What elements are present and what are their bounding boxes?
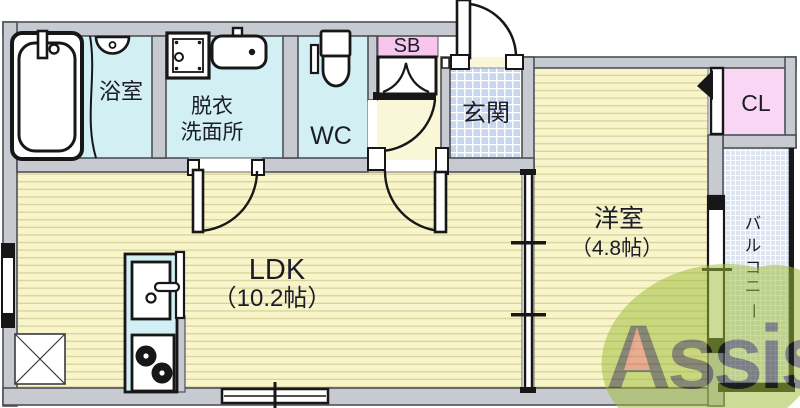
kitchen-sink-icon	[130, 260, 181, 321]
sliding-window-icon	[1, 256, 15, 315]
bathtub-icon	[10, 29, 84, 161]
kitchen-counter	[123, 250, 186, 394]
washroom-door-swing-icon	[187, 159, 265, 234]
wall-under-rooms-b	[262, 157, 369, 173]
label-washroom-1: 脱衣	[191, 95, 233, 118]
watermark-text: Assist	[606, 308, 800, 408]
label-western: 洋室	[594, 205, 644, 233]
sliding-partition	[511, 169, 546, 393]
toilet-icon	[309, 29, 352, 88]
label-bathroom: 浴室	[99, 79, 143, 104]
label-entrance: 玄関	[462, 100, 510, 127]
wall-washroom-wc	[282, 35, 299, 159]
entrance-door-swing-icon	[450, 0, 524, 70]
svg-text:バ: バ	[745, 215, 762, 233]
label-shoebox: SB	[394, 35, 421, 57]
sliding-window-icon	[220, 382, 330, 408]
wall-wc-right	[367, 35, 378, 101]
wc-door-swing-icon	[368, 92, 437, 153]
bath-partition-curve	[89, 35, 97, 159]
wall-window-upper	[707, 134, 724, 198]
refrigerator-space-icon	[14, 333, 66, 385]
doors	[187, 0, 725, 234]
washbasin-icon	[210, 26, 268, 70]
label-ldk: LDK	[249, 254, 306, 286]
label-ldk-size: （10.2帖）	[213, 285, 332, 312]
label-wc: WC	[310, 122, 352, 150]
svg-text:ル: ル	[745, 237, 762, 255]
stove-icon	[130, 333, 176, 393]
label-washroom-2: 洗面所	[181, 121, 244, 144]
watermark-logo: Assist	[601, 264, 800, 408]
washing-machine-icon	[165, 31, 211, 80]
wall-top-right	[509, 56, 797, 69]
wall-entrance-right	[521, 56, 535, 173]
closet-door-icon	[697, 66, 725, 136]
fixtures	[10, 26, 438, 394]
wall-balcony-top	[722, 134, 797, 149]
watermark-triangle	[624, 327, 650, 370]
labels: 浴室 脱衣 洗面所 WC SB 玄関 CL LDK （10.2帖） 洋室 （4.…	[99, 35, 771, 319]
label-closet: CL	[741, 90, 771, 116]
wall-bath-washroom	[151, 35, 167, 159]
shower-basin-icon	[94, 35, 131, 55]
shoe-cabinet-icon	[376, 55, 438, 96]
label-western-size: （4.8帖）	[571, 237, 663, 260]
hall-ldk-door-swing-icon	[367, 147, 449, 234]
